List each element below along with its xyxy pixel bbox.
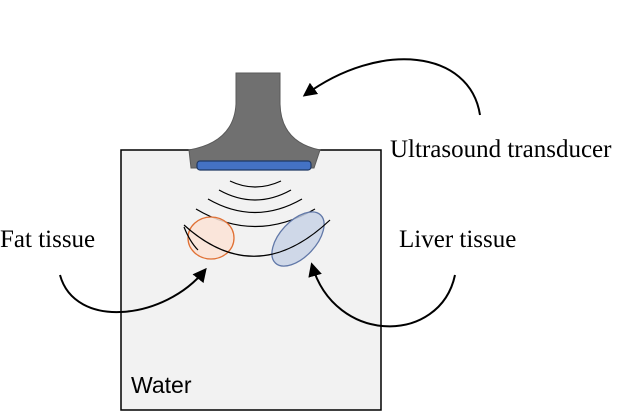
transducer-face — [196, 160, 312, 171]
fat-arrow — [59, 267, 207, 314]
liver-arrow — [308, 262, 456, 328]
ultrasound-wave-6 — [183, 226, 199, 251]
liver-tissue-ellipse — [271, 211, 325, 267]
water-tank — [120, 149, 382, 411]
ultrasound-wave-5 — [183, 219, 331, 257]
water-label: Water — [131, 372, 192, 398]
ultrasound-wave-1 — [229, 180, 282, 188]
liver-tissue-label: Liver tissue — [399, 226, 517, 253]
ultrasound-wave-2 — [218, 189, 292, 201]
ultrasound-transducer-icon — [188, 72, 321, 169]
fat-tissue-ellipse — [187, 216, 235, 260]
ultrasound-wave-3 — [207, 198, 303, 213]
transducer-label: Ultrasound transducer — [390, 136, 612, 163]
fat-tissue-label: Fat tissue — [0, 226, 96, 253]
transducer-arrow — [302, 58, 481, 116]
